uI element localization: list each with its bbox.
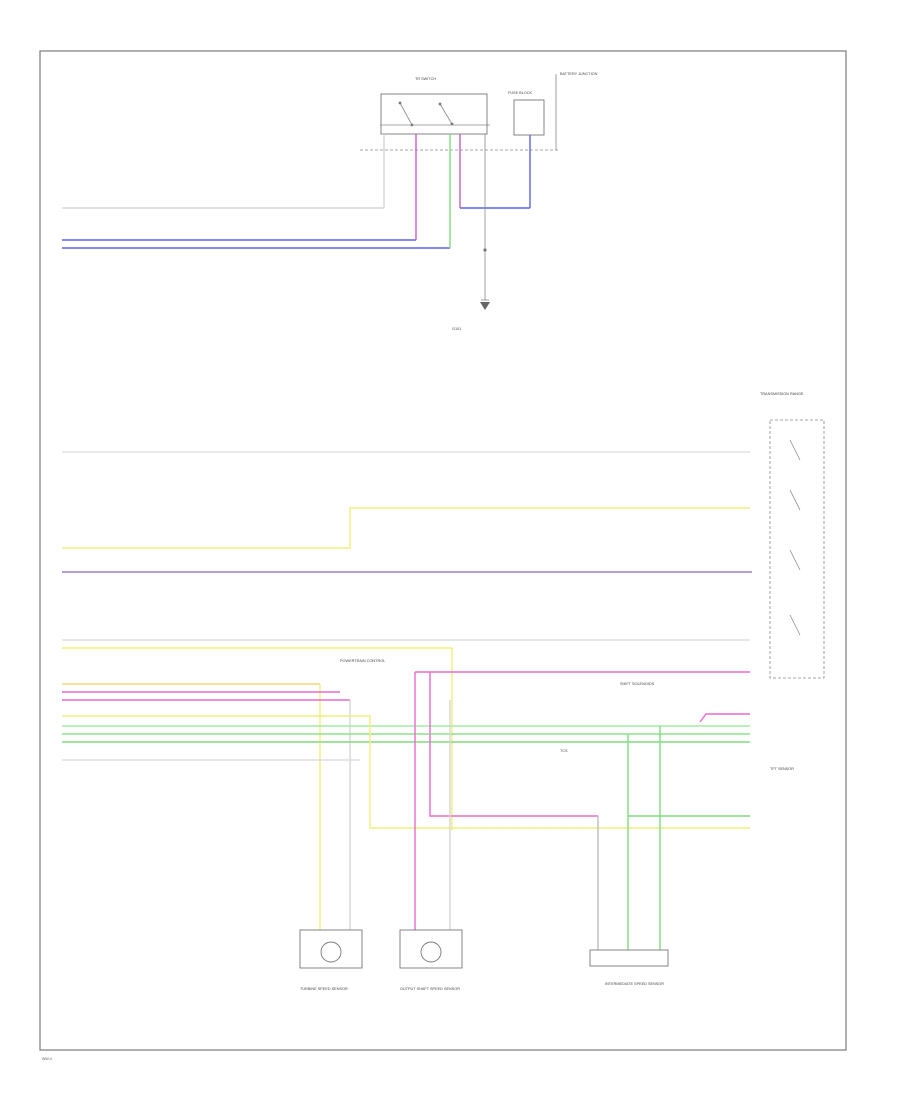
ground-icon — [480, 299, 490, 310]
wire-pink-drop2 — [429, 672, 598, 817]
fuse-block-label: FUSE BLOCK — [508, 91, 533, 95]
battery-junction-label: BATTERY JUNCTION — [560, 72, 598, 76]
sensor-icon — [299, 929, 363, 969]
transmission-range-label: TRANSMISSION RANGE — [760, 392, 804, 396]
sensor-icon — [399, 929, 463, 969]
switch-icon — [789, 439, 801, 636]
tcs-label: TCS — [560, 749, 568, 753]
fuse-block: FUSE BLOCK BATTERY JUNCTION — [508, 72, 598, 150]
ip-sensor-body — [589, 949, 669, 967]
tr-switch-label: TR SWITCH — [415, 77, 436, 81]
wire-yellow-step — [62, 507, 750, 549]
shift-solenoids-label: SHIFT SOLENOIDS — [620, 682, 655, 686]
ip-sensor-label: INTERMEDIATE SPEED SENSOR — [605, 982, 664, 986]
lower-wires — [62, 671, 750, 950]
tr-connector-outline — [769, 419, 825, 679]
tr-switch-box — [380, 93, 488, 135]
fuse-block-box — [513, 99, 545, 136]
ground-label: G101 — [452, 327, 461, 331]
mid-wires — [62, 451, 752, 830]
wire-pink-right — [699, 713, 750, 723]
tft-sensor-label: TFT SENSOR — [770, 767, 794, 771]
oss-sensor-label: OUTPUT SHAFT SPEED SENSOR — [400, 987, 460, 991]
pcm-label: POWERTRAIN CONTROL — [340, 659, 385, 663]
diagram-frame — [39, 50, 847, 1051]
wire-yellow-low — [62, 715, 750, 829]
ip-sensor — [589, 949, 669, 967]
tss-sensor-label: TURBINE SPEED SENSOR — [300, 987, 348, 991]
page-reference: WW:4 — [42, 1057, 52, 1061]
top-wires — [62, 134, 531, 300]
transmission-range-connector: TRANSMISSION RANGE — [760, 392, 825, 679]
